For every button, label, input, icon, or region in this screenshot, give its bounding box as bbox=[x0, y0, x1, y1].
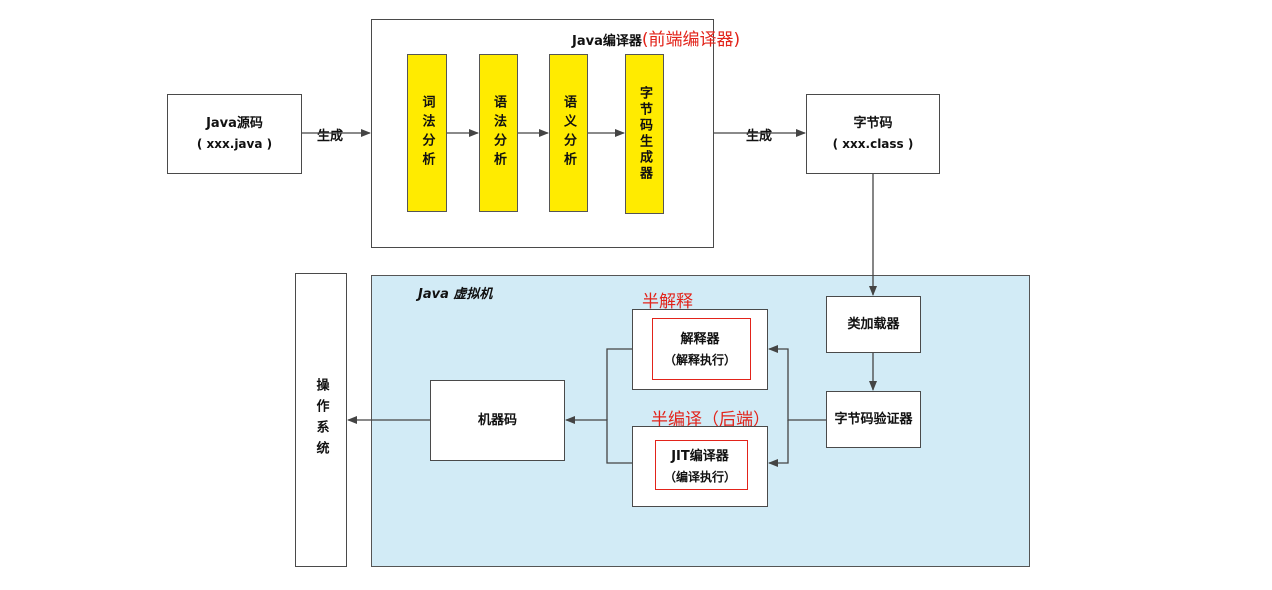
source-file: ( xxx.java ) bbox=[196, 137, 273, 151]
jit-sub: （编译执行） bbox=[663, 469, 736, 484]
stage-syntax-label: 语法分析 bbox=[491, 95, 506, 171]
compiler-title: Java编译器(前端编译器) bbox=[572, 25, 740, 52]
arrow-interpreter-to-machine bbox=[606, 348, 632, 420]
stage-bytecode-generator: 字节码生成器 bbox=[625, 54, 664, 214]
arrow-verifier-to-jit bbox=[768, 420, 789, 467]
stage-lexical: 词法分析 bbox=[407, 54, 447, 212]
bytecode-box: 字节码 ( xxx.class ) bbox=[806, 94, 940, 174]
jit-highlight bbox=[655, 440, 748, 490]
machine-code-box: 机器码 bbox=[430, 380, 565, 461]
stage-syntax: 语法分析 bbox=[479, 54, 518, 212]
class-loader-label: 类加载器 bbox=[847, 316, 900, 332]
stage-lexical-label: 词法分析 bbox=[419, 95, 435, 171]
interpreter-text: 解释器 （解释执行） bbox=[632, 309, 768, 390]
stage-semantic: 语义分析 bbox=[549, 54, 588, 212]
jit-title: JIT编译器 bbox=[671, 448, 729, 464]
stage-semantic-label: 语义分析 bbox=[561, 95, 576, 171]
stage-bytecode-generator-label: 字节码生成器 bbox=[637, 86, 652, 182]
interpreter-annotation: 半解释 bbox=[642, 292, 693, 312]
os-label: 操作系统 bbox=[313, 378, 329, 462]
interpreter-sub: （解释执行） bbox=[663, 352, 736, 367]
interpreter-box bbox=[632, 309, 768, 390]
os-box: 操作系统 bbox=[295, 273, 347, 567]
bytecode-file: ( xxx.class ) bbox=[832, 137, 914, 151]
interpreter-title: 解释器 bbox=[680, 331, 720, 347]
class-loader-box: 类加载器 bbox=[826, 296, 921, 353]
compiler-title-prefix: Java编译器 bbox=[572, 34, 642, 49]
jvm-title: Java 虚拟机 bbox=[418, 287, 493, 302]
jit-box bbox=[632, 426, 768, 507]
arrow-jit-to-machine bbox=[565, 416, 632, 464]
jit-annotation: 半编译（后端） bbox=[651, 410, 770, 430]
bytecode-title: 字节码 bbox=[853, 116, 893, 131]
compiler-title-annotation: (前端编译器) bbox=[641, 30, 741, 50]
jit-text: JIT编译器 （编译执行） bbox=[632, 426, 768, 507]
source-box: Java源码 ( xxx.java ) bbox=[167, 94, 302, 174]
machine-code-label: 机器码 bbox=[477, 412, 517, 428]
interpreter-highlight bbox=[652, 318, 751, 380]
verifier-label: 字节码验证器 bbox=[834, 411, 913, 427]
verifier-box: 字节码验证器 bbox=[826, 391, 921, 448]
arrow-verifier-to-interpreter bbox=[768, 345, 826, 421]
source-title: Java源码 bbox=[206, 116, 263, 131]
